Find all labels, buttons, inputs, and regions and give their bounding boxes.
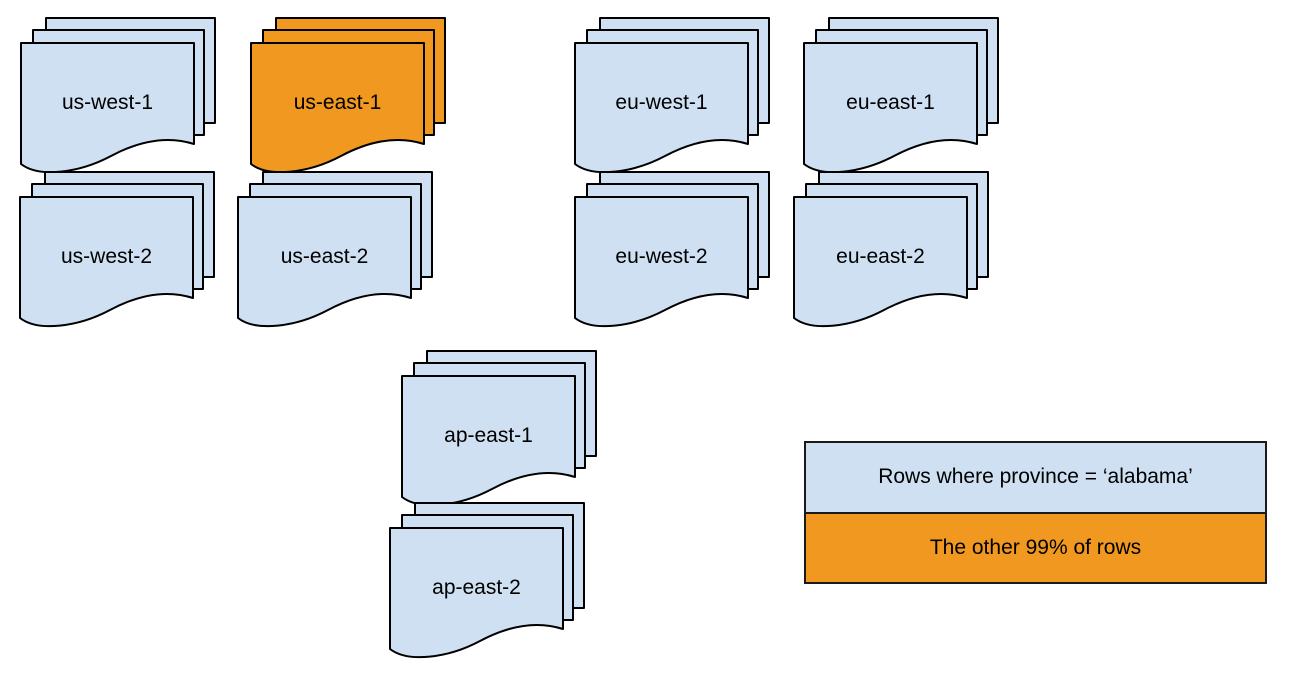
legend-label: The other 99% of rows xyxy=(929,535,1142,559)
doc-stack-eu-east-2: eu-east-2 xyxy=(793,171,991,333)
legend-row-other-rows: The other 99% of rows xyxy=(806,511,1265,582)
document-sheet-front xyxy=(574,42,749,174)
legend: Rows where province = ‘alabama’ The othe… xyxy=(804,441,1267,584)
doc-stack-ap-east-2: ap-east-2 xyxy=(389,502,587,664)
legend-label: Rows where province = ‘alabama’ xyxy=(878,465,1193,489)
region-label: us-west-2 xyxy=(60,245,153,268)
region-label: us-east-1 xyxy=(293,91,382,114)
multi-document-shape xyxy=(19,171,215,328)
region-label: us-east-2 xyxy=(280,245,369,268)
doc-stack-us-west-1: us-west-1 xyxy=(20,17,218,179)
multi-document-shape xyxy=(389,502,585,659)
region-label: us-west-1 xyxy=(61,91,154,114)
region-label: ap-east-2 xyxy=(432,576,521,599)
doc-stack-eu-west-2: eu-west-2 xyxy=(574,171,772,333)
region-label: eu-west-1 xyxy=(615,91,708,114)
doc-stack-ap-east-1: ap-east-1 xyxy=(401,350,599,512)
document-sheet-front xyxy=(19,196,194,328)
document-sheet-front xyxy=(250,42,425,174)
document-sheet-front xyxy=(574,196,749,328)
multi-document-shape xyxy=(401,350,597,507)
multi-document-shape xyxy=(20,17,216,174)
multi-document-shape xyxy=(574,17,770,174)
doc-stack-us-east-1: us-east-1 xyxy=(250,17,448,179)
multi-document-shape xyxy=(574,171,770,328)
document-sheet-front xyxy=(389,527,564,659)
region-label: eu-east-1 xyxy=(846,91,935,114)
doc-stack-us-west-2: us-west-2 xyxy=(19,171,217,333)
document-sheet-front xyxy=(793,196,968,328)
region-label: ap-east-1 xyxy=(444,424,533,447)
region-label: eu-east-2 xyxy=(836,245,925,268)
multi-document-shape xyxy=(237,171,433,328)
doc-stack-us-east-2: us-east-2 xyxy=(237,171,435,333)
document-sheet-front xyxy=(237,196,412,328)
multi-document-shape xyxy=(250,17,446,174)
region-label: eu-west-2 xyxy=(615,245,708,268)
multi-document-shape xyxy=(803,17,999,174)
document-sheet-front xyxy=(803,42,978,174)
doc-stack-eu-west-1: eu-west-1 xyxy=(574,17,772,179)
document-sheet-front xyxy=(20,42,195,174)
multi-document-shape xyxy=(793,171,989,328)
doc-stack-eu-east-1: eu-east-1 xyxy=(803,17,1001,179)
legend-row-alabama: Rows where province = ‘alabama’ xyxy=(806,443,1265,512)
